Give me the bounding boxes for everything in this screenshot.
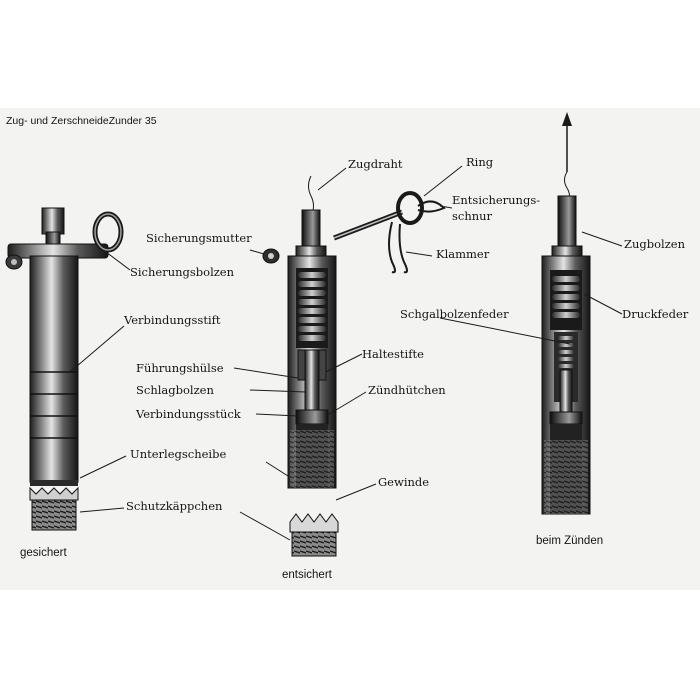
caption-firing: beim Zünden [536, 535, 603, 547]
label-druckfeder: Druckfeder [622, 307, 689, 321]
firing-pin [559, 369, 573, 413]
bolt-collar [295, 245, 327, 257]
fuze-unsecured [262, 175, 446, 557]
spring [298, 272, 326, 341]
washer [30, 480, 78, 486]
clip [388, 221, 396, 274]
label-fuehrungshuelse: Führungshülse [136, 361, 224, 375]
pull-knob [41, 207, 65, 235]
label-gewinde: Gewinde [378, 475, 429, 489]
label-schnur: schnur [452, 209, 493, 223]
bolt-collar [551, 245, 583, 257]
label-verbindungsstift: Verbindungsstift [123, 313, 221, 327]
fuze-body [29, 255, 79, 483]
label-schlagbolzen: Schlagbolzen [136, 383, 214, 397]
pull-arrow-head [562, 112, 572, 126]
label-schgalbolzenfeder: Schgalbolzenfeder [400, 307, 509, 321]
fuze-firing [541, 112, 591, 515]
label-sicherungsbolzen: Sicherungsbolzen [130, 265, 235, 279]
label-haltestifte: Haltestifte [362, 347, 424, 361]
label-klammer: Klammer [436, 247, 490, 261]
label-zugdraht: Zugdraht [348, 157, 403, 171]
protective-cap-teeth [29, 486, 79, 501]
clip [398, 223, 408, 274]
compression-spring [552, 276, 580, 318]
label-zuendhuetchen: Zündhütchen [368, 383, 446, 397]
safety-rod-highlight [333, 211, 403, 239]
connector-piece [549, 411, 583, 425]
protective-cap [31, 499, 77, 531]
caption-secured: gesichert [20, 547, 67, 559]
caption-unsecured: entsichert [282, 569, 333, 581]
pull-ring-highlight [94, 213, 122, 251]
label-sicherungsmutter: Sicherungsmutter [146, 231, 252, 245]
cord-loop [417, 200, 446, 213]
label-zugbolzen: Zugbolzen [624, 237, 686, 251]
safety-nut-hole [268, 253, 274, 259]
label-schutzkaeppchen: Schutzkäppchen [126, 499, 223, 513]
connector-piece [295, 409, 329, 425]
leader-lines [69, 165, 623, 541]
label-unterlegscheibe: Unterlegscheibe [130, 447, 226, 461]
diagram-title: Zug- und ZerschneideZunder 35 [6, 115, 157, 127]
label-ring: Ring [466, 155, 494, 169]
body-thread [290, 430, 334, 488]
ring-part [396, 191, 424, 225]
label-entsicherungs: Entsicherungs- [452, 193, 540, 207]
bolt-nut-hole [11, 259, 17, 265]
pull-bolt-top [301, 209, 321, 251]
protective-cap [291, 531, 337, 557]
label-verbindungsstueck: Verbindungsstück [135, 407, 242, 421]
pull-bolt [557, 195, 577, 253]
fuze-secured [5, 207, 124, 531]
protective-cap-teeth [289, 513, 339, 533]
firing-pin [304, 349, 320, 411]
firing-pin-spring [558, 336, 574, 368]
body-thread [544, 440, 588, 514]
